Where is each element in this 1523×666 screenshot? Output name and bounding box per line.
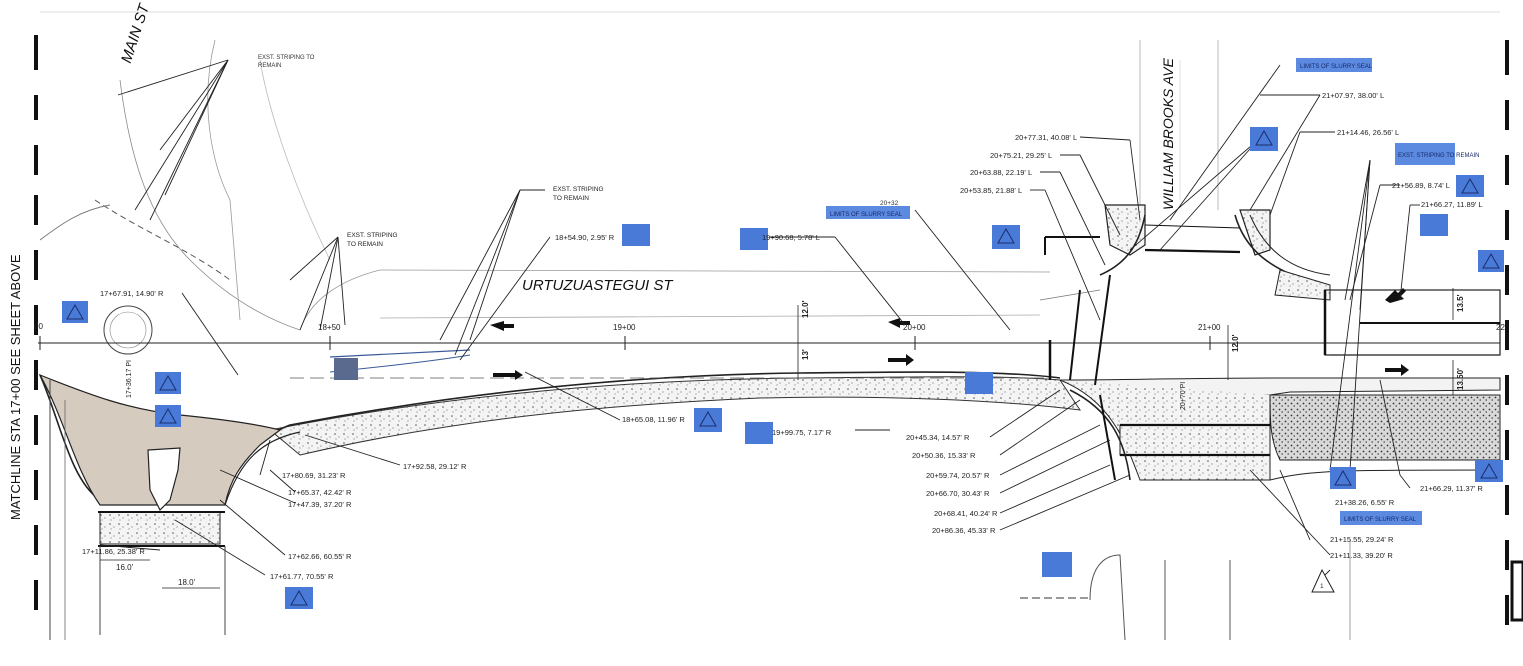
offset-label: 18+54.90, 2.95' R (555, 233, 615, 242)
offset-label: 20+75.21, 29.25' L (990, 151, 1053, 160)
station-2100: 21+00 (1198, 323, 1221, 332)
street-label-urtuzuastegui: URTUZUASTEGUI ST (522, 277, 673, 294)
corner-island (38, 373, 282, 506)
offset-label: 17+67.91, 14.90' R (100, 289, 164, 298)
dim-12a: 12.0' (801, 300, 810, 318)
offset-label: 21+07.97, 38.00' L (1322, 91, 1385, 100)
offset-label: 21+15.55, 29.24' R (1330, 535, 1394, 544)
slurry-seal-callout-top (1296, 58, 1372, 72)
offset-label: 21+66.29, 11.37' R (1420, 484, 1483, 493)
offset-label: 21+11.33, 39.20' R (1330, 551, 1393, 560)
offset-label: 21+38.26, 6.55' R (1335, 498, 1395, 507)
offset-label: 17+62.66, 60.55' R (288, 552, 352, 561)
offset-label: 17+11.86, 25.38' R (82, 547, 145, 556)
offset-label: 21+56.89, 8.74' L (1392, 181, 1450, 190)
offset-label: 17+92.58, 29.12' R (403, 462, 467, 471)
offset-label: 17+61.77, 70.55' R (270, 572, 334, 581)
pork-chop-island (147, 447, 181, 512)
slurry-seal-note-top: LIMITS OF SLURRY SEAL (1300, 64, 1373, 70)
sheet-border (34, 35, 1509, 625)
exst-striping-note-b-line1: EXST. STRIPING (347, 232, 398, 239)
station-1700: 00 (34, 322, 43, 331)
offset-label: 18+65.08, 11.96' R (622, 415, 685, 424)
dim-12b: 12.0' (1231, 334, 1240, 352)
dim-16: 16.0' (116, 563, 134, 572)
revision-markers (62, 127, 1504, 609)
slurry-seal-note-mid: LIMITS OF SLURRY SEAL (830, 212, 903, 218)
exst-striping-note-a-line2: TO REMAIN (553, 195, 589, 202)
offset-label: 20+53.85, 21.88' L (960, 186, 1023, 195)
offset-label: 21+66.27, 11.89' L (1421, 200, 1483, 209)
offset-label: 20+77.31, 40.08' L (1015, 133, 1078, 142)
station-1850: 18+50 (318, 323, 341, 332)
dim-135b: 13.50' (1456, 368, 1465, 390)
dim-13a: 13' (801, 349, 810, 360)
offset-label: 19+99.75, 7.17' R (772, 428, 832, 437)
svg-text:1: 1 (1320, 583, 1324, 590)
offset-label: 20+86.36, 45.33' R (932, 526, 996, 535)
offset-label: 19+90.68, 5.78' L (762, 233, 820, 242)
offset-label: 20+68.41, 40.24' R (934, 509, 998, 518)
offset-label: 20+50.36, 15.33' R (912, 451, 976, 460)
offset-label: 20+45.34, 14.57' R (906, 433, 970, 442)
street-label-william-brooks: WILLIAM BROOKS AVE (1160, 58, 1176, 210)
exst-striping-note-b-line2: TO REMAIN (347, 241, 383, 248)
offset-label: 20+63.88, 22.19' L (970, 168, 1033, 177)
station-2000: 20+00 (903, 323, 926, 332)
exst-striping-note-a-line1: EXST. STRIPING (553, 186, 604, 193)
south-sidewalk (268, 376, 1082, 456)
station-1900: 19+00 (613, 323, 636, 332)
offset-label: 20+66.70, 30.43' R (926, 489, 990, 498)
pavement-arrows (490, 288, 1409, 380)
callout-leaders (99, 59, 1420, 581)
offset-label: 17+80.69, 31.23' R (282, 471, 346, 480)
offset-label: 17+65.37, 42.42' R (288, 488, 352, 497)
revision-triangle-icon (1311, 568, 1335, 593)
exst-striping-note-right: EXST. STRIPING TO REMAIN (1398, 153, 1479, 159)
south-curb-line (39, 371, 1061, 501)
slurry-seal-note-bot: LIMITS OF SLURRY SEAL (1344, 517, 1417, 523)
exst-striping-note-main: EXST. STRIPING TO REMAIN (258, 55, 315, 69)
station-2032-label: 20+32 (880, 200, 899, 207)
pi-1736: 17+36.17 PI (126, 360, 133, 398)
offset-label: 20+59.74, 20.57' R (926, 471, 990, 480)
pi-2070: 20+70 PI (1180, 381, 1187, 410)
offset-label: 17+47.39, 37.20' R (288, 500, 352, 509)
matchline-label: MATCHLINE STA 17+00 SEE SHEET ABOVE (8, 254, 23, 520)
offset-label: 21+14.46, 26.56' L (1337, 128, 1400, 137)
station-2200: 22 (1496, 323, 1505, 332)
survey-monument (103, 305, 153, 355)
right-edge-frame (1510, 560, 1523, 622)
dim-135a: 13.5' (1456, 294, 1465, 312)
dim-18: 18.0' (178, 578, 196, 587)
